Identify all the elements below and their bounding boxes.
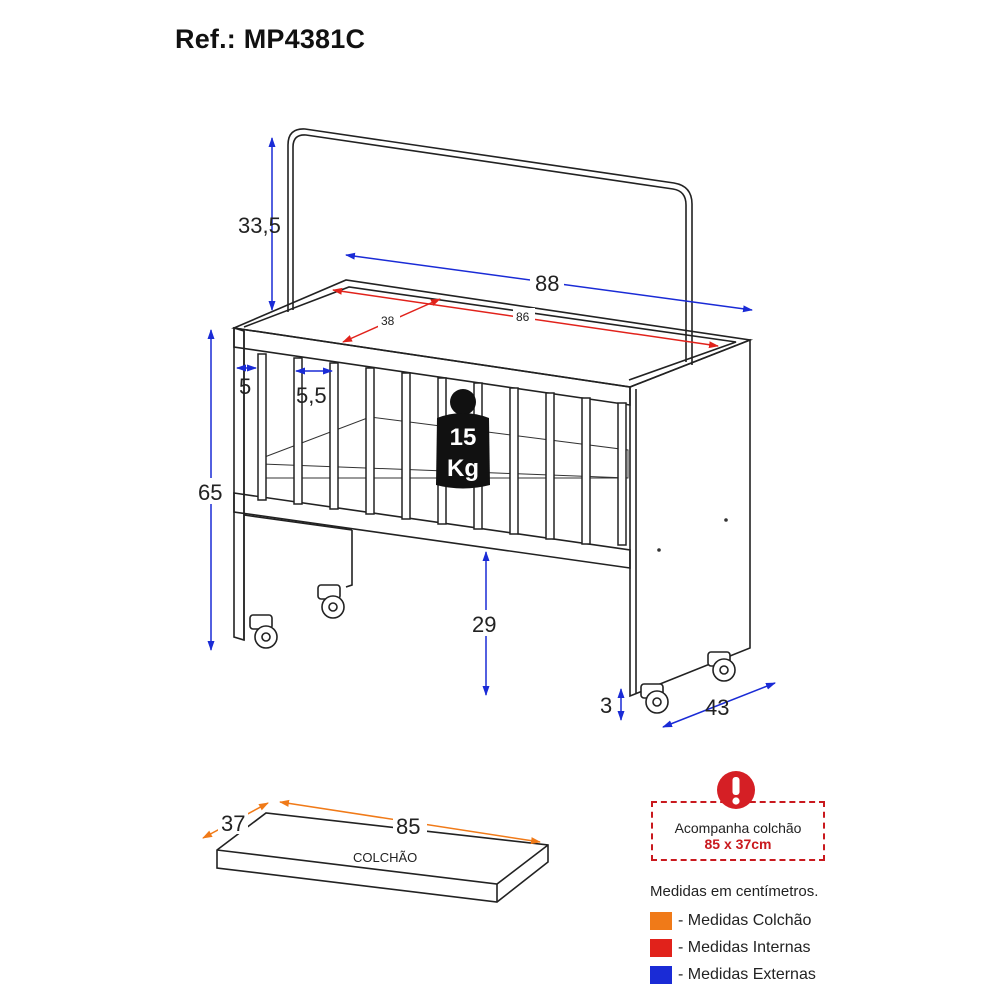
measurement-legend: Medidas em centímetros. - Medidas Colchã…: [650, 883, 970, 989]
mattress-label: COLCHÃO: [353, 850, 417, 865]
dim-canopy-height: 33,5: [238, 213, 281, 238]
dim-side-thickness: 5: [239, 374, 251, 399]
wheel-front-left: [249, 614, 278, 649]
weight-value: 15: [450, 424, 477, 451]
caster-wheels: [249, 584, 736, 714]
dim-external-length: 88: [535, 271, 559, 296]
legend-item-external: - Medidas Externas: [650, 962, 970, 988]
legend-item-internal: - Medidas Internas: [650, 935, 970, 961]
dim-floor-clearance: 29: [472, 612, 496, 637]
weight-limit-icon: 15 Kg: [436, 389, 490, 489]
mattress-drawing: COLCHÃO 37 85: [202, 799, 549, 903]
dim-slat-spacing: 5,5: [296, 383, 327, 408]
warning-icon: [717, 771, 755, 809]
canopy-bar: [287, 128, 693, 365]
legend-swatch-internal: [650, 939, 672, 957]
legend-label-external: - Medidas Externas: [678, 966, 816, 983]
weight-unit: Kg: [447, 455, 479, 482]
legend-swatch-mattress: [650, 912, 672, 930]
dim-external-depth: 43: [705, 695, 729, 720]
reference-title: Ref.: MP4381C: [175, 24, 366, 54]
wheel-back-right: [707, 651, 736, 682]
dim-mattress-width: 37: [221, 811, 245, 836]
legend-label-internal: - Medidas Internas: [678, 939, 811, 956]
internal-dimensions: 86 38: [332, 287, 719, 349]
legend-item-mattress: - Medidas Colchão: [650, 908, 970, 934]
legend-label-mattress: - Medidas Colchão: [678, 912, 812, 929]
legend-heading: Medidas em centímetros.: [650, 883, 819, 900]
dim-internal-length: 86: [516, 310, 530, 324]
external-dimensions: 33,5 88 65 5 5,5 29 3 43: [196, 137, 776, 728]
dim-internal-width: 38: [381, 314, 395, 328]
wheel-back-left: [317, 584, 345, 619]
dim-mattress-length: 85: [396, 814, 420, 839]
legend-swatch-external: [650, 966, 672, 984]
mattress-included-notice: Acompanha colchão 85 x 37cm: [651, 801, 825, 861]
dim-wheel-height: 3: [600, 693, 612, 718]
dim-total-height: 65: [198, 480, 222, 505]
notice-text: Acompanha colchão: [674, 820, 802, 836]
wheel-front-right: [640, 683, 669, 714]
notice-mattress-size: 85 x 37cm: [704, 836, 772, 852]
